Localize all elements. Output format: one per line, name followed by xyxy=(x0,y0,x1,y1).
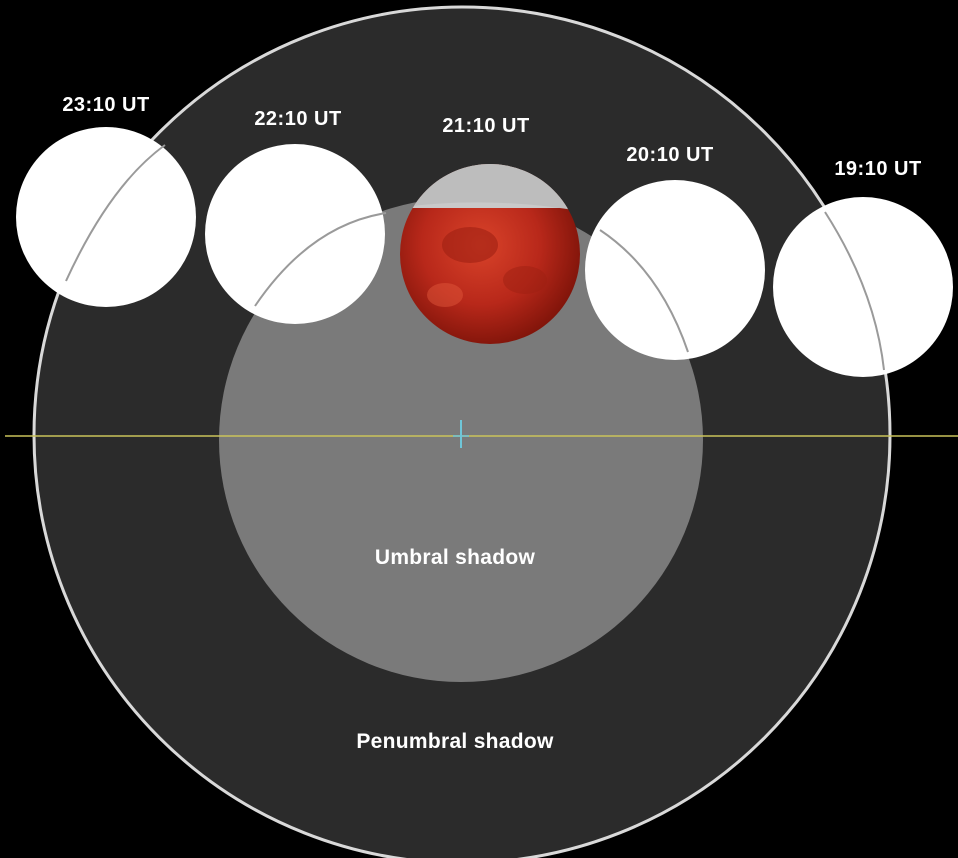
moon-time-label-21-10: 21:10 UT xyxy=(442,115,530,137)
penumbral-shadow-label: Penumbral shadow xyxy=(356,730,554,753)
moon-time-label-23-10: 23:10 UT xyxy=(62,94,150,116)
moon-20-10 xyxy=(585,180,765,360)
moon-22-10 xyxy=(205,144,387,324)
moon-23-10 xyxy=(16,127,196,307)
moon-19-10 xyxy=(773,197,953,377)
umbral-shadow-label: Umbral shadow xyxy=(374,546,536,569)
moon-time-label-22-10: 22:10 UT xyxy=(254,108,342,130)
moon-time-label-19-10: 19:10 UT xyxy=(834,158,922,180)
moon-time-label-20-10: 20:10 UT xyxy=(626,144,714,166)
